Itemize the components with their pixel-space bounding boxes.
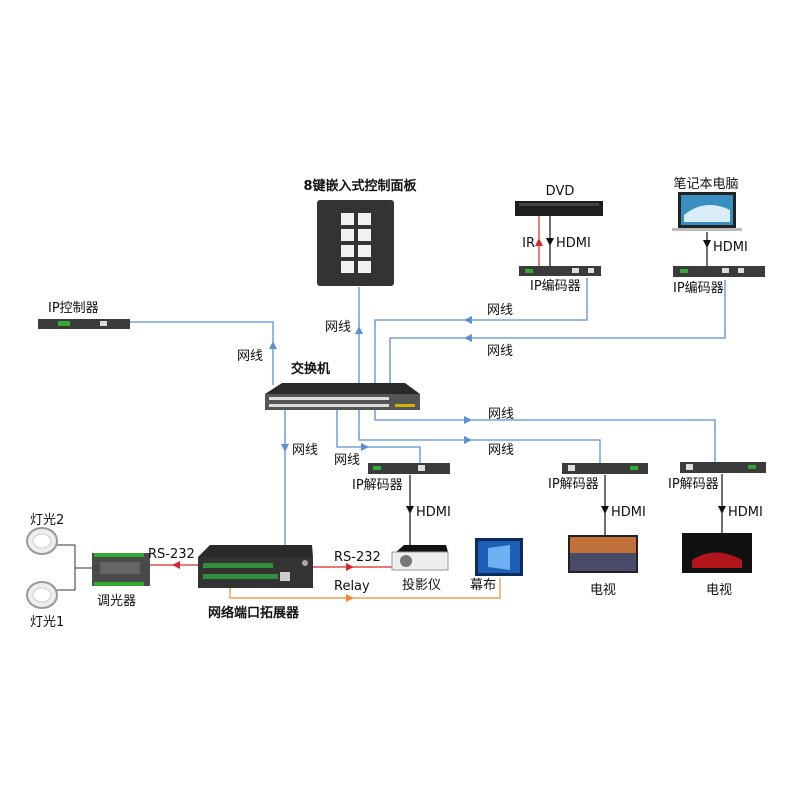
cable-controller-switch: [130, 321, 274, 385]
tv-label: 电视: [590, 583, 616, 598]
hdmi-label: HDMI: [556, 236, 591, 251]
tv-1: [568, 535, 638, 573]
laptop-label: 笔记本电脑: [673, 176, 738, 192]
hdmi-arrows: [406, 238, 726, 514]
net-label: 网线: [334, 453, 360, 468]
tv-label: 电视: [706, 583, 732, 598]
net-label: 网线: [325, 320, 351, 335]
arrow-icon: [281, 444, 289, 452]
ip-decoder-1: [368, 463, 450, 474]
light-1: [26, 581, 58, 609]
controller-label: IP控制器: [48, 301, 99, 316]
arrow-icon: [361, 443, 369, 451]
net-label: 网线: [487, 303, 513, 318]
arrow-icon: [355, 326, 363, 334]
projector-label: 投影仪: [402, 577, 441, 593]
hdmi-label: HDMI: [611, 505, 646, 520]
dvd-player: [515, 201, 603, 216]
dimmer: [92, 553, 150, 586]
ip-encoder-1: [519, 266, 601, 276]
dvd-label: DVD: [546, 184, 575, 199]
ip-decoder-3: [680, 462, 766, 473]
cable-encoder2-switch: [389, 280, 726, 385]
arrow-icon: [535, 238, 543, 246]
net-label: 网线: [487, 344, 513, 359]
ip-decoder-2: [562, 463, 648, 474]
cable-switch-decoder1: [336, 410, 421, 465]
hdmi-label: HDMI: [728, 505, 763, 520]
cable-panel-switch-decoder2: [358, 287, 601, 465]
laptop: [672, 192, 742, 231]
arrow-icon: [464, 316, 472, 324]
network-switch: [265, 383, 420, 410]
tv-2: [682, 533, 752, 573]
control-panel[interactable]: [317, 200, 394, 286]
network-port-extender[interactable]: [198, 545, 313, 588]
ip-encoder-2: [673, 266, 765, 277]
hdmi-label: HDMI: [416, 505, 451, 520]
light-2: [26, 527, 58, 555]
light1-label: 灯光1: [30, 615, 64, 630]
net-label: 网线: [292, 443, 318, 458]
decoder-label: IP解码器: [352, 478, 403, 493]
hdmi-cables: [409, 216, 723, 545]
arrow-icon: [464, 416, 472, 424]
hdmi-label: HDMI: [713, 240, 748, 255]
projector: [391, 545, 449, 571]
decoder-label: IP解码器: [668, 477, 719, 492]
net-label: 网线: [488, 443, 514, 458]
light-cables: [57, 544, 76, 591]
panel-label: 8键嵌入式控制面板: [303, 178, 417, 194]
arrow-icon: [464, 334, 472, 342]
net-label: 网线: [488, 407, 514, 422]
relay-label: Relay: [334, 579, 370, 594]
light2-label: 灯光2: [30, 513, 64, 528]
network-arrows: [269, 316, 472, 452]
extender-label: 网络端口拓展器: [208, 605, 300, 621]
projection-screen: [475, 538, 523, 576]
relay-cable: [229, 578, 501, 599]
cable-encoder1-switch-decoder3: [374, 278, 716, 463]
arrow-icon: [464, 436, 472, 444]
encoder-label: IP编码器: [530, 279, 581, 294]
screen-label: 幕布: [470, 578, 496, 593]
switch-label: 交换机: [291, 361, 330, 377]
network-cables: [130, 278, 726, 575]
rs232-label: RS-232: [334, 550, 381, 565]
net-label: 网线: [237, 349, 263, 364]
decoder-label: IP解码器: [548, 477, 599, 492]
dimmer-label: 调光器: [97, 594, 136, 609]
rs232-label: RS-232: [148, 547, 195, 562]
ir-label: IR: [522, 236, 535, 251]
arrow-icon: [269, 341, 277, 349]
encoder-label: IP编码器: [673, 281, 724, 296]
ip-controller: [38, 319, 130, 329]
